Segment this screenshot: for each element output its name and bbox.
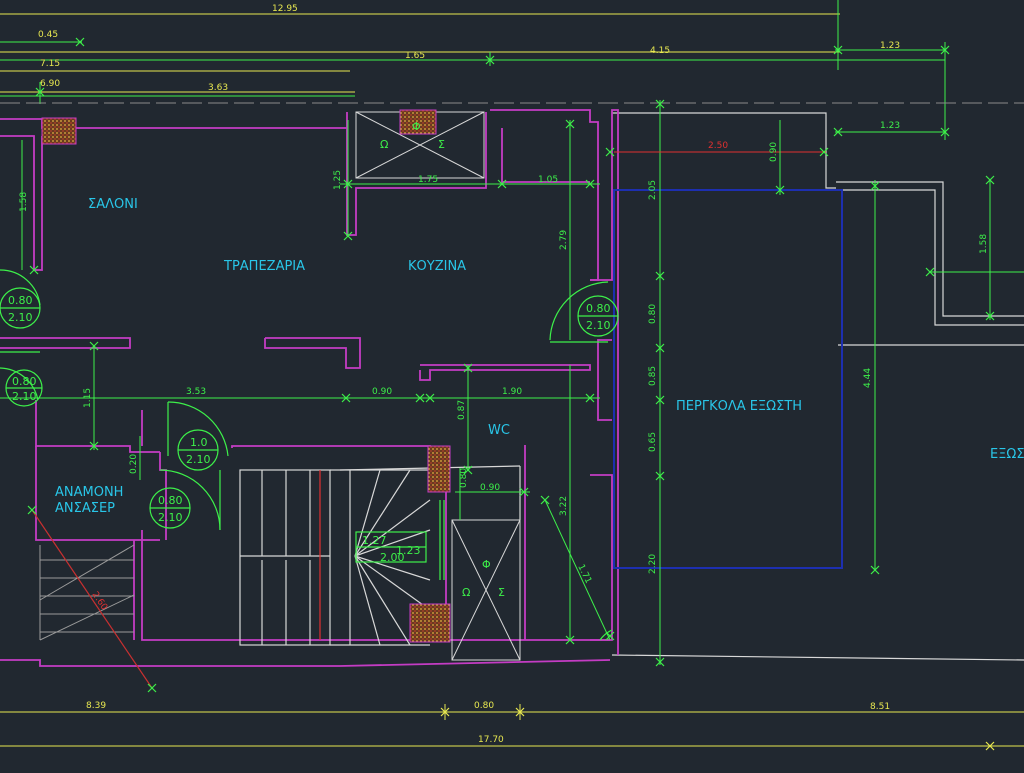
dim-1-65: 1.65 — [405, 51, 425, 61]
top-dimension-lines — [0, 13, 840, 93]
dim-0-87: 0.87 — [457, 400, 467, 420]
door-2-height: 2.10 — [12, 390, 37, 403]
dim-0-80-v: 0.80 — [648, 304, 658, 324]
stair-tag-b: 1.23 — [396, 544, 421, 557]
dim-0-80-wc: 0.80 — [459, 468, 469, 488]
dim-1-25-shaft: 1.25 — [333, 170, 343, 190]
shaft-top-omega: Ω — [380, 138, 388, 151]
room-label-wc: WC — [488, 423, 510, 438]
dim-8-39: 8.39 — [86, 701, 106, 711]
dim-0-65-v: 0.65 — [648, 432, 658, 452]
dim-1-23a: 1.23 — [880, 41, 900, 51]
dim-7-15: 7.15 — [40, 59, 60, 69]
top-green-dim-lines — [0, 0, 946, 140]
door-3-height: 2.10 — [586, 319, 611, 332]
walls — [0, 109, 619, 667]
bottom-ticks — [440, 707, 995, 751]
dim-4-15: 4.15 — [650, 46, 670, 56]
dim-0-20: 0.20 — [129, 454, 139, 474]
dim-3-53: 3.53 — [186, 387, 206, 397]
dim-0-45: 0.45 — [38, 30, 58, 40]
door-5-width: 0.80 — [158, 494, 183, 507]
dim-17-70: 17.70 — [478, 735, 504, 745]
room-label-pergola: ΠΕΡΓΚΟΛΑ ΕΞΩΣΤΗ — [676, 399, 802, 414]
door-swings — [0, 269, 613, 641]
internal-dimension-lines — [0, 100, 1024, 665]
room-label-kouzina: ΚΟΥΖΙΝΑ — [408, 259, 466, 274]
door-3-width: 0.80 — [586, 302, 611, 315]
shaft-bottom-phi: Φ — [482, 558, 491, 571]
shaft-bottom-omega: Ω — [462, 586, 470, 599]
shaft-bottom-sigma: Σ — [498, 586, 505, 599]
dim-3-63: 3.63 — [208, 83, 228, 93]
door-4-width: 1.0 — [190, 436, 208, 449]
dim-0-85-v: 0.85 — [648, 366, 658, 386]
door-1-width: 0.80 — [8, 294, 33, 307]
shaft-bottom — [451, 519, 521, 661]
room-label-anamoni-2: ΑΝΣΑΣΕΡ — [55, 501, 115, 516]
dim-4-44: 4.44 — [863, 368, 873, 388]
dim-2-05: 2.05 — [648, 180, 658, 200]
dimension-ticks — [27, 37, 995, 693]
dim-8-51: 8.51 — [870, 702, 890, 712]
door-5-height: 2.10 — [158, 511, 183, 524]
dim-1-05: 1.05 — [538, 175, 558, 185]
dim-0-90-h: 0.90 — [372, 387, 392, 397]
room-label-anamoni-1: ΑΝΑΜΟΝΗ — [55, 485, 123, 500]
dim-1-15: 1.15 — [83, 388, 93, 408]
stair-tag-a: 1.27 — [362, 534, 387, 547]
door-2-width: 0.80 — [12, 375, 37, 388]
staircase — [239, 469, 431, 646]
door-tags — [0, 287, 619, 563]
pergola-outline — [613, 189, 843, 569]
shaft-top-phi: Φ — [412, 120, 421, 133]
dim-1-75: 1.75 — [418, 175, 438, 185]
stair-tag-c: 2.00 — [380, 551, 405, 564]
door-1-height: 2.10 — [8, 311, 33, 324]
door-4-height: 2.10 — [186, 453, 211, 466]
dim-0-90-wc: 0.90 — [480, 483, 500, 493]
shaft-top-sigma: Σ — [438, 138, 445, 151]
dim-1-23b: 1.23 — [880, 121, 900, 131]
dim-6-90: 6.90 — [40, 79, 60, 89]
dim-1-58-left: 1.58 — [19, 192, 29, 212]
dim-0-80-bottom: 0.80 — [474, 701, 494, 711]
dim-3-22: 3.22 — [559, 496, 569, 516]
waiting-area-lines — [39, 544, 135, 641]
shaft-top — [355, 111, 485, 179]
dim-2-20-v: 2.20 — [648, 554, 658, 574]
dim-2-79: 2.79 — [559, 230, 569, 250]
dim-0-90-vertical: 0.90 — [769, 142, 779, 162]
columns — [41, 109, 451, 643]
room-label-exostis: ΕΞΩΣ — [990, 447, 1024, 462]
exterior-outline — [339, 112, 1024, 661]
room-label-trapezaria: ΤΡΑΠΕΖΑΡΙΑ — [223, 259, 305, 274]
dim-1-90: 1.90 — [502, 387, 522, 397]
red-diagonal — [31, 509, 153, 689]
dim-1-58-right: 1.58 — [979, 234, 989, 254]
room-label-saloni: ΣΑΛΟΝΙ — [88, 197, 138, 212]
dim-2-50: 2.50 — [708, 141, 728, 151]
dim-12-95: 12.95 — [272, 4, 298, 14]
